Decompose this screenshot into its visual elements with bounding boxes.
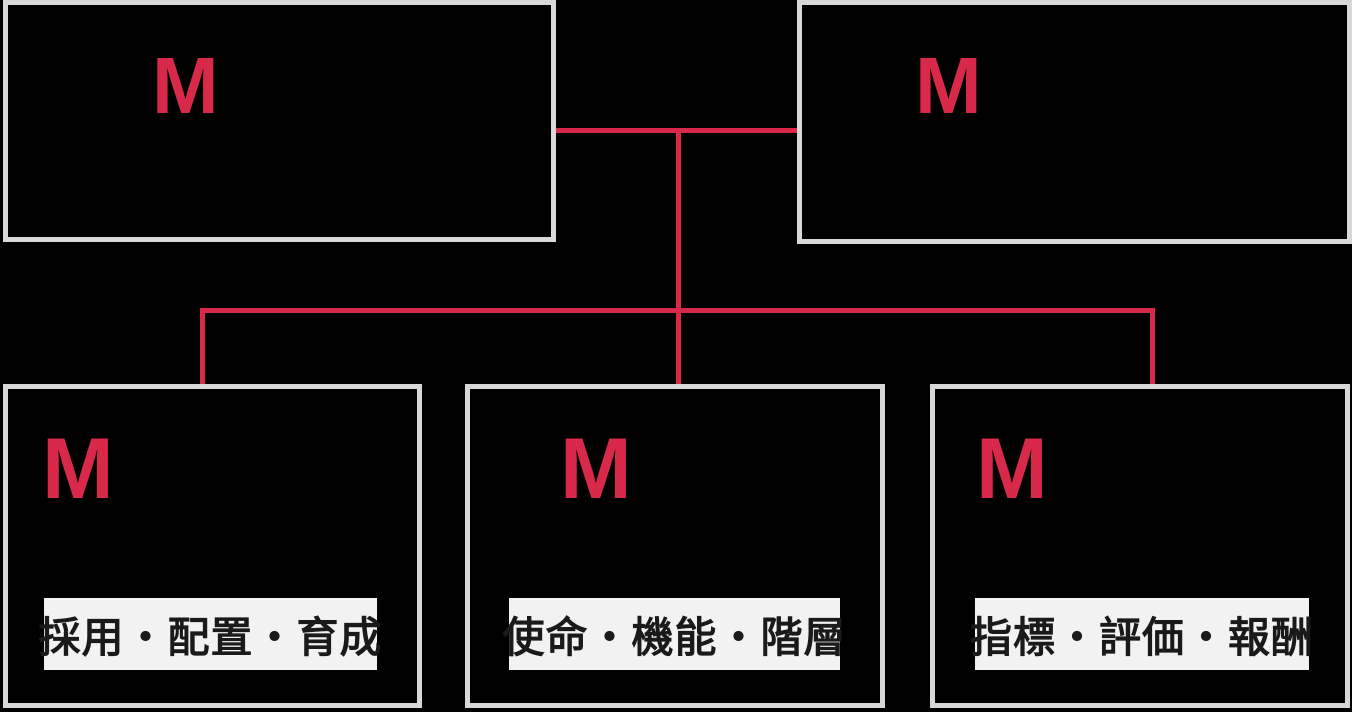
node-top-right	[797, 0, 1352, 244]
connector-right-drop	[1150, 308, 1155, 384]
node-top-right-letter: M	[915, 41, 982, 130]
node-top-left	[3, 0, 556, 242]
connector-left-drop	[200, 308, 205, 384]
node-top-left-letter: M	[152, 41, 219, 130]
label-mission-function-hierarchy: 使命・機能・階層	[503, 598, 846, 670]
node-bottom-right-letter: M	[976, 421, 1048, 517]
label-metrics-evaluation-reward: 指標・評価・報酬	[970, 598, 1313, 670]
label-recruit-place-develop: 採用・配置・育成	[39, 598, 382, 670]
node-bottom-middle-letter: M	[560, 421, 632, 517]
node-bottom-left-letter: M	[42, 421, 114, 517]
connector-distributor-horizontal	[200, 308, 1155, 313]
connector-center-vertical	[676, 128, 681, 384]
